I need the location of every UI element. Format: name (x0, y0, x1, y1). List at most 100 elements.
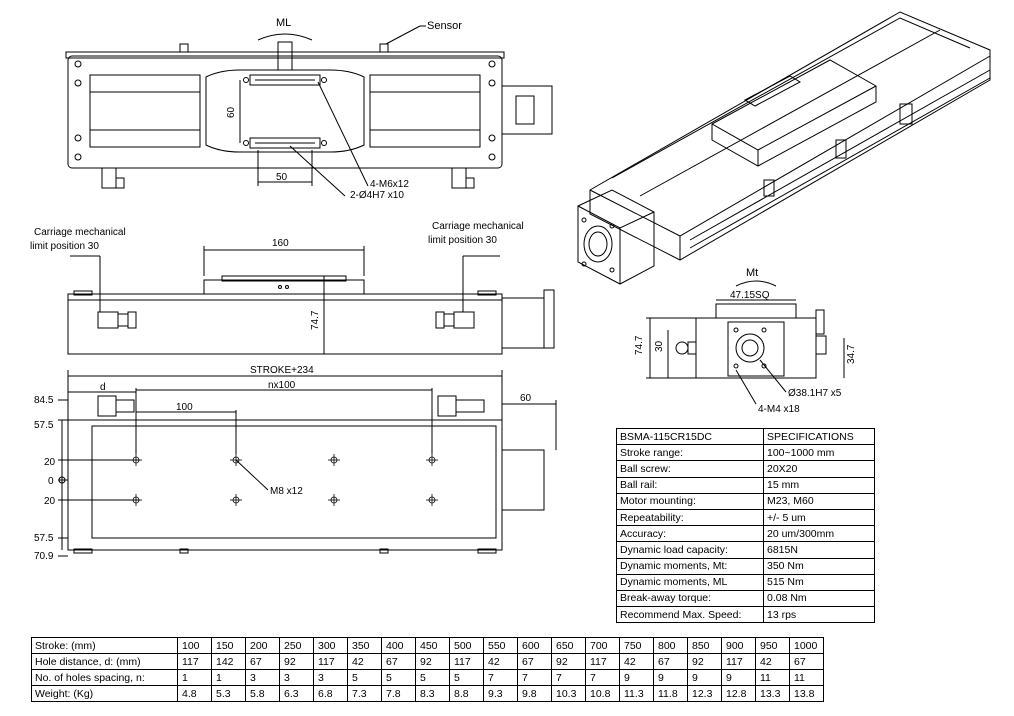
table-cell: 117 (313, 653, 348, 670)
table-cell: 42 (347, 653, 382, 670)
table-cell: 5 (381, 669, 416, 686)
label-pin: 2-Ø4H7 x10 (350, 190, 404, 201)
table-cell: 42 (483, 653, 518, 670)
table-row-label: No. of holes spacing, n: (31, 669, 178, 686)
spec-key: Ball screw: (616, 460, 764, 478)
spec-value: +/- 5 um (763, 508, 875, 527)
table-cell: 400 (381, 637, 416, 654)
spec-row: Dynamic moments, Mt:350 Nm (616, 557, 875, 575)
spec-key: Dynamic moments, ML (616, 573, 764, 591)
label-y20-bottom: 20 (44, 496, 56, 507)
table-cell: 117 (449, 653, 484, 670)
spec-value: 0.08 Nm (763, 589, 875, 608)
label-dim-100: 100 (176, 402, 193, 413)
table-cell: 900 (721, 637, 756, 654)
label-mt: Mt (746, 267, 758, 279)
table-cell: 850 (687, 637, 722, 654)
label-carriage-left-2: limit position 30 (30, 241, 99, 252)
spec-key: Dynamic moments, Mt: (616, 557, 764, 575)
label-y20-top: 20 (44, 457, 56, 468)
spec-row: Stroke range:100~1000 mm (616, 444, 875, 462)
table-cell: 200 (245, 637, 280, 654)
table-cell: 142 (211, 653, 246, 670)
label-y57-5-bottom: 57.5 (34, 533, 54, 544)
table-cell: 67 (381, 653, 416, 670)
table-cell: 7 (551, 669, 586, 686)
spec-key: Accuracy: (616, 525, 764, 543)
table-cell: 9 (619, 669, 654, 686)
table-cell: 5.8 (245, 685, 280, 702)
table-cell: 600 (517, 637, 552, 654)
label-dim-m4: 4-M4 x18 (758, 404, 800, 415)
table-cell: 5.3 (211, 685, 246, 702)
label-y70-9: 70.9 (34, 551, 54, 562)
table-cell: 3 (245, 669, 280, 686)
table-cell: 950 (755, 637, 790, 654)
label-dim-47-15: 47.15SQ (730, 290, 770, 301)
spec-value: M23, M60 (763, 492, 875, 510)
label-m6: 4-M6x12 (370, 179, 409, 190)
isometric-view (577, 11, 991, 285)
table-cell: 12.8 (721, 685, 756, 702)
table-row-label: Stroke: (mm) (31, 637, 178, 654)
spec-value: 13 rps (763, 606, 875, 624)
end-view (646, 280, 845, 405)
table-cell: 350 (347, 637, 382, 654)
table-cell: 5 (449, 669, 484, 686)
table-cell: 9.8 (517, 685, 552, 702)
table-cell: 5 (347, 669, 382, 686)
table-cell: 9 (653, 669, 688, 686)
table-cell: 7 (483, 669, 518, 686)
table-cell: 7 (517, 669, 552, 686)
label-dim-30: 30 (654, 340, 665, 352)
table-cell: 8.3 (415, 685, 450, 702)
table-cell: 7 (585, 669, 620, 686)
spec-row: Motor mounting:M23, M60 (616, 492, 875, 510)
spec-value: 15 mm (763, 476, 875, 494)
table-cell: 11 (789, 669, 824, 686)
spec-row: Repeatability:+/- 5 um (616, 508, 875, 527)
table-cell: 7.8 (381, 685, 416, 702)
table-cell: 6.3 (279, 685, 314, 702)
label-carriage-left-1: Carriage mechanical (34, 227, 126, 238)
table-cell: 67 (245, 653, 280, 670)
label-dim-38-1: Ø38.1H7 x5 (788, 388, 842, 399)
spec-row: Accuracy:20 um/300mm (616, 525, 875, 543)
spec-key: Dynamic load capacity: (616, 541, 764, 559)
spec-row: Ball rail:15 mm (616, 476, 875, 494)
table-cell: 500 (449, 637, 484, 654)
table-cell: 92 (415, 653, 450, 670)
spec-row: Ball screw:20X20 (616, 460, 875, 478)
table-cell: 6.8 (313, 685, 348, 702)
table-cell: 700 (585, 637, 620, 654)
spec-value: 6815N (763, 541, 875, 559)
table-cell: 13.3 (755, 685, 790, 702)
table-cell: 150 (211, 637, 246, 654)
label-dim-74-7-end: 74.7 (634, 335, 645, 355)
label-carriage-right-1: Carriage mechanical (432, 221, 524, 232)
label-d: d (100, 382, 106, 393)
spec-key: Repeatability: (616, 508, 764, 527)
table-cell: 10.8 (585, 685, 620, 702)
table-cell: 117 (585, 653, 620, 670)
spec-row: Break-away torque:0.08 Nm (616, 589, 875, 608)
table-cell: 117 (721, 653, 756, 670)
table-cell: 8.8 (449, 685, 484, 702)
table-cell: 450 (415, 637, 450, 654)
table-cell: 300 (313, 637, 348, 654)
table-cell: 11 (755, 669, 790, 686)
label-carriage-right-2: limit position 30 (428, 235, 497, 246)
table-cell: 9 (687, 669, 722, 686)
label-dim-160: 160 (272, 238, 289, 249)
table-cell: 11.8 (653, 685, 688, 702)
table-cell: 1000 (789, 637, 824, 654)
label-dim-74-7-side: 74.7 (310, 310, 321, 330)
table-cell: 750 (619, 637, 654, 654)
table-cell: 67 (789, 653, 824, 670)
spec-key: Recommend Max. Speed: (616, 606, 764, 624)
